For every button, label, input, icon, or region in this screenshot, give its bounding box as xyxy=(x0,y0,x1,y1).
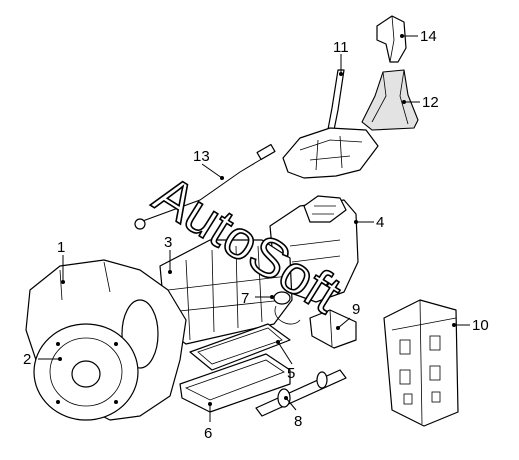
callout-13: 13 xyxy=(193,148,210,165)
callout-11: 11 xyxy=(333,39,349,56)
callout-14: 14 xyxy=(420,28,437,45)
torque-converter xyxy=(33,323,139,421)
transmission-case xyxy=(159,239,293,345)
callout-9: 9 xyxy=(352,301,360,318)
shift-cable xyxy=(134,143,276,230)
speed-sensor xyxy=(273,291,301,325)
oil-pan-gasket xyxy=(189,323,291,371)
callout-6: 6 xyxy=(204,425,212,442)
callout-12: 12 xyxy=(422,94,439,111)
callout-5: 5 xyxy=(287,365,295,382)
shift-boot xyxy=(361,69,419,131)
callout-10: 10 xyxy=(472,317,489,334)
solenoid-connector xyxy=(309,309,357,349)
control-module xyxy=(383,299,459,427)
callout-1: 1 xyxy=(57,239,65,256)
callout-3: 3 xyxy=(164,234,172,251)
callout-2: 2 xyxy=(23,351,31,368)
shifter-assembly xyxy=(282,69,379,179)
callout-7: 7 xyxy=(241,290,249,307)
leader-lines xyxy=(38,34,470,422)
callout-8: 8 xyxy=(294,413,302,430)
shift-knob xyxy=(376,15,407,63)
drive-shaft xyxy=(255,369,347,417)
callout-numbers: 1 2 3 4 5 6 7 8 9 10 11 12 13 14 xyxy=(23,28,489,442)
callout-4: 4 xyxy=(376,214,384,231)
oil-pan xyxy=(179,353,291,413)
